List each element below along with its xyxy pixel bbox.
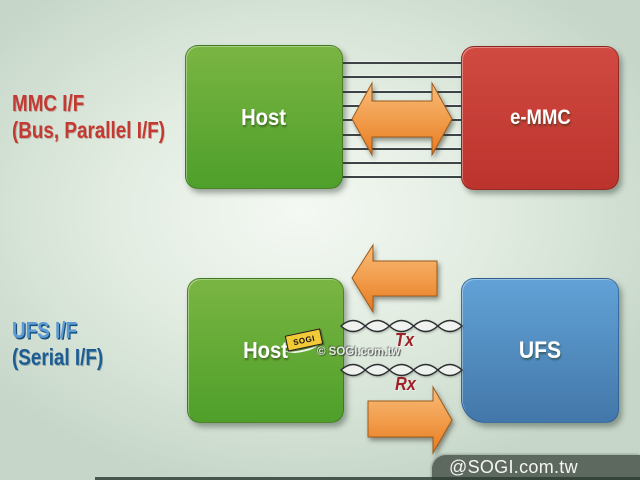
emmc-box-label: e-MMC bbox=[509, 106, 571, 129]
mmc-if-label-line1: MMC I/F bbox=[12, 90, 85, 116]
bus-line bbox=[341, 119, 462, 122]
parallel-bus-lines bbox=[341, 62, 462, 180]
bus-line bbox=[341, 90, 462, 93]
mmc-if-label: MMC I/F (Bus, Parallel I/F) bbox=[12, 90, 165, 144]
bus-line bbox=[341, 76, 462, 79]
footer-bar: @SOGI.com.tw bbox=[432, 455, 640, 480]
rx-label: Rx bbox=[395, 374, 416, 394]
bus-line bbox=[341, 104, 462, 107]
ufs-host-box-label: Host bbox=[243, 337, 288, 363]
right-arrow-icon bbox=[367, 385, 453, 455]
bus-line bbox=[341, 147, 462, 150]
mmc-if-label-line2: (Bus, Parallel I/F) bbox=[12, 117, 166, 143]
left-arrow-icon bbox=[351, 243, 438, 314]
bus-line bbox=[341, 133, 462, 136]
bus-line bbox=[341, 62, 462, 64]
ufs-box-label: UFS bbox=[518, 336, 562, 364]
mmc-host-box: Host bbox=[185, 45, 343, 189]
bus-line bbox=[341, 176, 462, 179]
watermark-credit: © SOGI.com.tw bbox=[317, 346, 401, 358]
ufs-host-box: Host bbox=[187, 278, 344, 423]
ufs-box: UFS bbox=[461, 278, 619, 423]
ufs-if-label: UFS I/F (Serial I/F) bbox=[12, 317, 103, 371]
emmc-box: e-MMC bbox=[461, 46, 619, 190]
bus-line bbox=[341, 162, 462, 165]
mmc-host-box-label: Host bbox=[241, 103, 287, 130]
tx-label: Tx bbox=[395, 330, 414, 350]
footer-handle-text: @SOGI.com.tw bbox=[449, 457, 578, 477]
bottom-edge-strip bbox=[95, 477, 640, 480]
ufs-if-label-line2: (Serial I/F) bbox=[12, 344, 104, 370]
ufs-if-label-line1: UFS I/F bbox=[12, 317, 77, 343]
